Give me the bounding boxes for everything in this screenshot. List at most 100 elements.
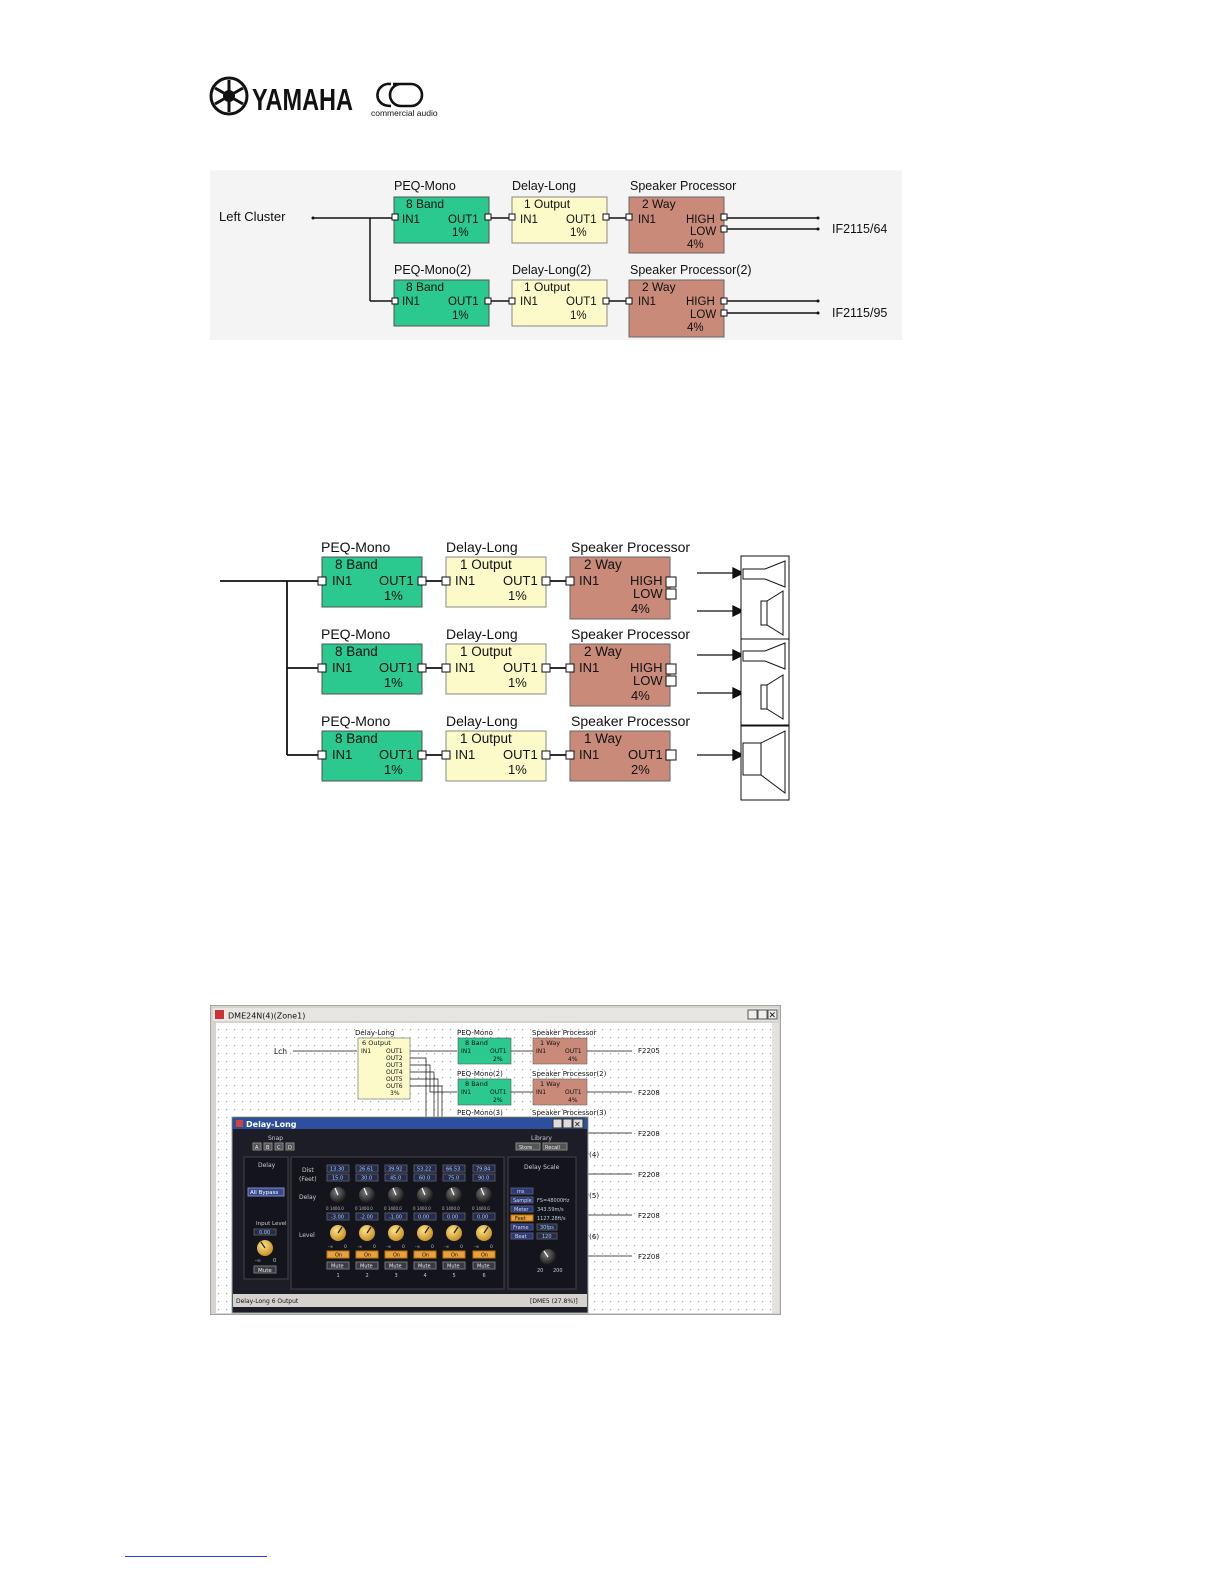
dist-ms-field[interactable] (355, 1164, 379, 1173)
speaker-processor-block[interactable]: Speaker Processor 1 Way IN1 OUT1 4% (532, 1029, 597, 1065)
dist-feet-field[interactable] (355, 1173, 379, 1182)
level-field[interactable] (326, 1212, 350, 1221)
level-field[interactable] (384, 1212, 408, 1221)
dist-feet-field[interactable] (384, 1173, 408, 1182)
dist-ms-field[interactable] (326, 1164, 350, 1173)
speaker-processor-block[interactable]: Speaker Processor(2) 2 Way IN1 HIGH LOW … (625, 263, 752, 338)
delay-long-block[interactable]: Delay-Long 1 Output IN1 OUT1 1% (441, 713, 551, 782)
level-field[interactable] (472, 1212, 496, 1221)
channel-on-button[interactable] (413, 1250, 437, 1259)
minimize-button[interactable] (747, 1009, 758, 1020)
channel-mute-button[interactable] (472, 1261, 496, 1270)
snap-a-button[interactable]: A (255, 1145, 259, 1151)
delay-long-block[interactable]: Delay-Long 1 Output IN1 OUT1 1% (441, 539, 551, 608)
maximize-button[interactable] (757, 1009, 768, 1020)
scale-meter-button[interactable]: Meter (514, 1207, 529, 1213)
port-label: HIGH (686, 214, 715, 226)
editor-close-button[interactable] (572, 1118, 584, 1129)
vertical-scrollbar[interactable] (772, 1023, 779, 1313)
speaker-processor-block[interactable]: Speaker Processor 1 Way IN1 OUT1 2% (565, 713, 690, 782)
channel-mute-button[interactable] (442, 1261, 466, 1270)
speaker-processor-block[interactable]: Speaker Processor 2 Way IN1 HIGH LOW 4% (625, 179, 736, 254)
store-button[interactable] (515, 1142, 541, 1151)
scale-max: 0 (273, 1258, 276, 1264)
channel-on-button[interactable] (384, 1250, 408, 1259)
level-scale-min: -∞ (386, 1245, 392, 1250)
dist-ms-field[interactable] (472, 1164, 496, 1173)
level-value: 0.00 (418, 1215, 429, 1221)
beat-value: 120 (542, 1234, 552, 1240)
peq-mono-block[interactable]: PEQ-Mono 8 Band IN1 OUT1 1% (317, 626, 427, 695)
speaker-processor-block[interactable]: Speaker Processor(2) 1 Way IN1 OUT1 4% (532, 1070, 607, 1106)
delay-knob[interactable] (330, 1187, 346, 1203)
peq-mono-block[interactable]: PEQ-Mono 8 Band IN1 OUT1 2% (457, 1029, 512, 1065)
app-icon (215, 1010, 224, 1019)
snap-d-button[interactable]: D (288, 1145, 292, 1151)
level-field[interactable] (442, 1212, 466, 1221)
snap-b-button[interactable]: B (266, 1145, 270, 1151)
channel-mute-button[interactable] (355, 1261, 379, 1270)
scale-sample-button[interactable]: Sample (513, 1198, 532, 1204)
channel-on-button[interactable] (442, 1250, 466, 1259)
level-field[interactable] (355, 1212, 379, 1221)
snap-c-button[interactable]: C (277, 1145, 281, 1151)
delay-long-6-output-block[interactable]: Delay-Long 6 Output IN1 OUT1 OUT2 OUT3 O… (355, 1029, 411, 1100)
peq-mono-block[interactable]: PEQ-Mono 8 Band IN1 OUT1 1% (317, 539, 427, 608)
peq-mono-block[interactable]: PEQ-Mono 8 Band IN1 OUT1 1% (317, 713, 427, 782)
scale-frame-button[interactable]: Frame (513, 1225, 529, 1231)
block-title: PEQ-Mono (457, 1029, 493, 1037)
port-label: IN1 (638, 296, 656, 308)
window-controls[interactable]: ✕ (747, 1009, 778, 1021)
delay-scale-label: Delay Scale (524, 1164, 560, 1171)
channel-mute-button[interactable] (413, 1261, 437, 1270)
scale-feet-button[interactable]: Feet (515, 1216, 526, 1222)
editor-maximize-button[interactable] (562, 1118, 573, 1129)
channel-on-button[interactable] (326, 1250, 350, 1259)
scale-beat-button[interactable]: Beat (515, 1234, 527, 1240)
editor-title: Delay-Long (246, 1120, 297, 1129)
scale-buttons[interactable]: ms Sample Meter Feet Frame Beat (510, 1187, 534, 1240)
delay-long-editor-window[interactable]: Delay-Long ✕ Snap A B C D Library Store … (231, 1116, 589, 1314)
channel-mute-button[interactable] (326, 1261, 350, 1270)
peq-mono-block[interactable]: PEQ-Mono 8 Band IN1 OUT1 1% (391, 179, 492, 244)
scale-ms-button[interactable]: ms (517, 1189, 525, 1195)
dist-ms-field[interactable] (384, 1164, 408, 1173)
peq-mono-block[interactable]: PEQ-Mono(2) 8 Band IN1 OUT1 1% (391, 263, 492, 327)
channel-mute-button[interactable] (384, 1261, 408, 1270)
delay-long-block[interactable]: Delay-Long 1 Output IN1 OUT1 1% (441, 626, 551, 695)
editor-minimize-button[interactable] (552, 1118, 563, 1129)
close-icon: ✕ (769, 1011, 777, 1021)
signal-flow-diagram-1: Left Cluster PEQ-Mono 8 Band IN1 OUT1 1%… (210, 170, 902, 340)
block-subtitle: 1 Way (540, 1080, 560, 1088)
meter-value: 343.59m/s (537, 1207, 564, 1213)
block-subtitle: 2 Way (584, 644, 622, 659)
port-label: IN1 (402, 214, 420, 226)
close-button[interactable] (767, 1009, 778, 1020)
speaker-processor-block[interactable]: Speaker Processor 2 Way IN1 HIGH LOW 4% (565, 539, 690, 620)
dist-feet-field[interactable] (413, 1173, 437, 1182)
level-knob[interactable] (330, 1225, 346, 1241)
delay-long-block[interactable]: Delay-Long(2) 1 Output IN1 OUT1 1% (508, 263, 610, 327)
peq-mono-block[interactable]: PEQ-Mono(2) 8 Band IN1 OUT1 2% (457, 1070, 512, 1106)
channel-on-button[interactable] (355, 1250, 379, 1259)
level-field[interactable] (413, 1212, 437, 1221)
dist-ms-field[interactable] (413, 1164, 437, 1173)
all-bypass-button[interactable] (247, 1187, 285, 1197)
dist-feet-field[interactable] (326, 1173, 350, 1182)
block-subtitle: 2 Way (584, 557, 622, 572)
block-title: Speaker Processor (630, 179, 736, 193)
delay-long-block[interactable]: Delay-Long 1 Output IN1 OUT1 1% (508, 179, 610, 244)
recall-button[interactable] (542, 1142, 568, 1151)
usage-percent: 1% (384, 588, 403, 603)
block-title: Delay-Long(2) (512, 263, 591, 277)
channel-on-button[interactable] (472, 1250, 496, 1259)
speaker-processor-block[interactable]: Speaker Processor 2 Way IN1 HIGH LOW 4% (565, 626, 690, 707)
port-label: IN1 (579, 573, 599, 588)
snap-buttons[interactable]: A B C D (252, 1142, 295, 1151)
dist-ms-field[interactable] (442, 1164, 466, 1173)
port-label: OUT1 (628, 747, 663, 762)
dist-feet-field[interactable] (472, 1173, 496, 1182)
input-mute-button[interactable] (253, 1265, 277, 1274)
dist-feet-field[interactable] (442, 1173, 466, 1182)
